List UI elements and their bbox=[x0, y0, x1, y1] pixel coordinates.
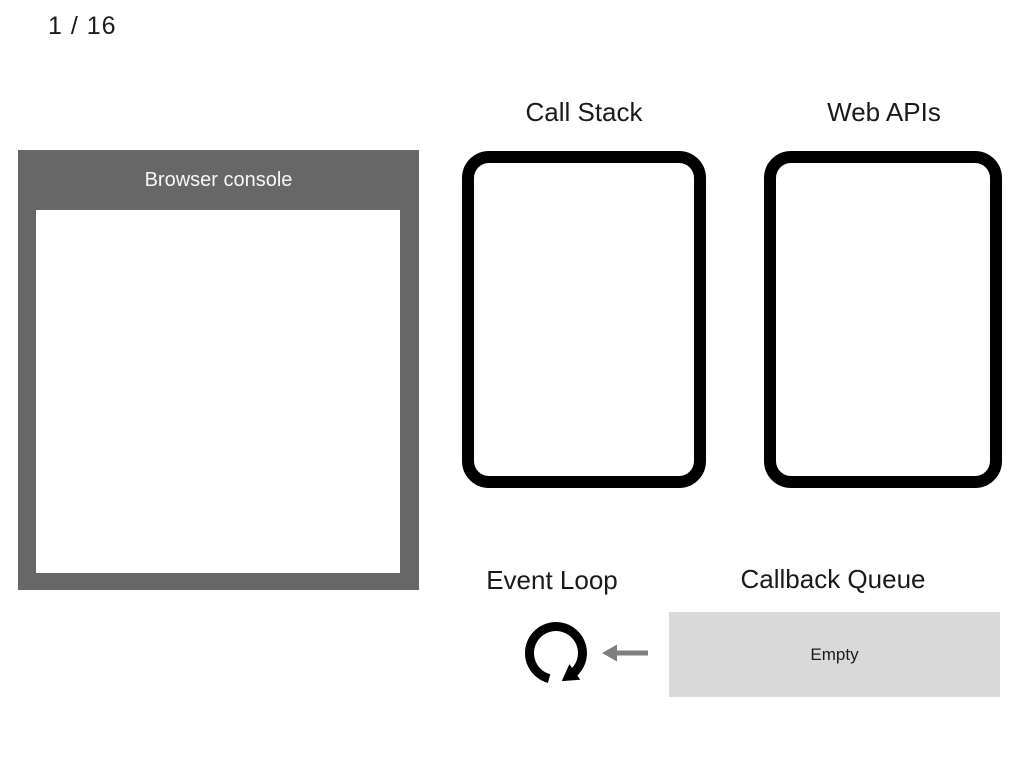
event-loop-label: Event Loop bbox=[486, 565, 618, 595]
callback-queue-box: Empty bbox=[669, 612, 1000, 697]
queue-to-eventloop-arrow-icon bbox=[600, 640, 650, 666]
browser-console-output bbox=[36, 210, 400, 573]
web-apis-box bbox=[764, 151, 1002, 488]
browser-console-title: Browser console bbox=[144, 168, 293, 191]
call-stack-box bbox=[462, 151, 706, 488]
web-apis-label: Web APIs bbox=[827, 97, 941, 127]
browser-console-panel: Browser console bbox=[18, 150, 419, 590]
call-stack-label: Call Stack bbox=[525, 97, 643, 127]
event-loop-cycle-icon bbox=[524, 621, 588, 685]
callback-queue-label: Callback Queue bbox=[740, 564, 926, 594]
slide-counter: 1 / 16 bbox=[48, 12, 117, 40]
callback-queue-status: Empty bbox=[810, 644, 859, 664]
